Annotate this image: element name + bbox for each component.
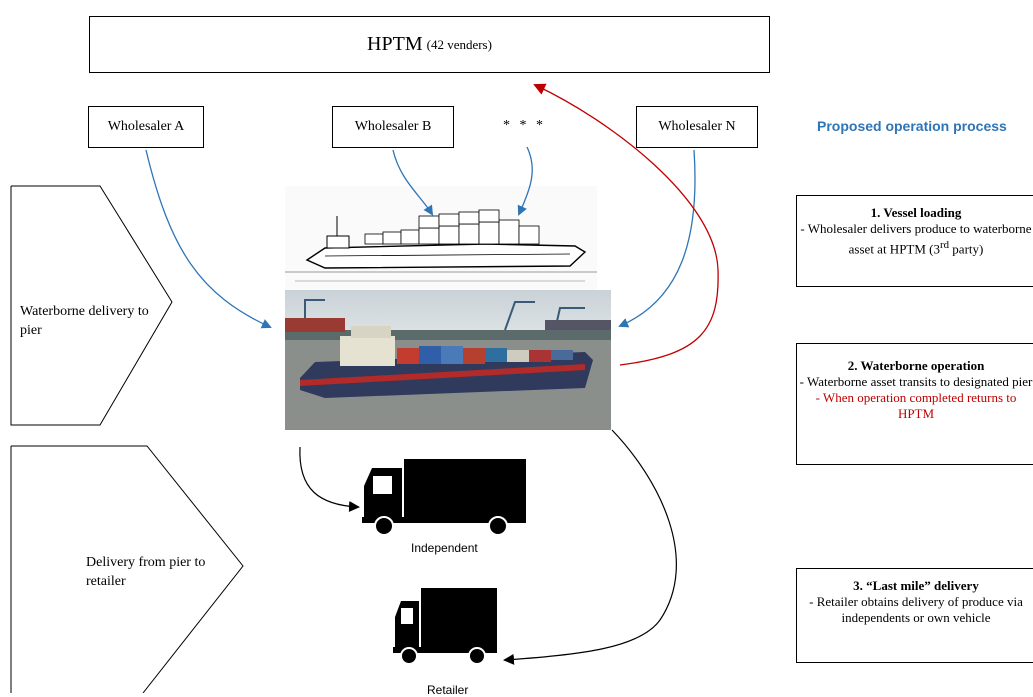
chevron-stage2 (11, 445, 244, 693)
arrow-to-retailer (503, 429, 677, 665)
wholesaler-b-box: Wholesaler B (332, 106, 454, 148)
step2-title: 2. Waterborne operation (847, 358, 985, 373)
step3-title: 3. “Last mile” delivery (853, 578, 979, 593)
arrow-wholesaler-b (392, 149, 434, 216)
truck-retailer-icon (393, 588, 497, 665)
hptm-box: HPTM(42 venders) (89, 16, 770, 73)
step2-box: 2. Waterborne operation - Waterborne ass… (796, 343, 1033, 465)
arrow-return-hptm (533, 83, 719, 366)
process-title: Proposed operation process (817, 118, 1007, 134)
arrow-wholesaler-a (145, 149, 272, 329)
chevron-stage1 (10, 185, 173, 426)
step2-text: - Waterborne asset transits to designate… (799, 374, 1033, 389)
step1-title: 1. Vessel loading (870, 205, 962, 220)
arrow-ellipsis (517, 146, 533, 216)
step1-box: 1. Vessel loading - Wholesaler delivers … (796, 195, 1033, 287)
wholesaler-a-box: Wholesaler A (88, 106, 204, 148)
hptm-subtitle: (42 venders) (426, 36, 492, 52)
step1-sup: rd (940, 239, 950, 251)
barge-photo-image (285, 290, 611, 430)
arrow-to-independent (299, 446, 360, 513)
more-wholesalers-ellipsis: * * * (503, 118, 546, 133)
step3-box: 3. “Last mile” delivery - Retailer obtai… (796, 568, 1033, 663)
truck-independent-label: Independent (411, 541, 478, 555)
stage2-label: Delivery from pier to retailer (86, 555, 206, 589)
step1-text: - Wholesaler delivers produce to waterbo… (800, 221, 1032, 257)
wholesaler-n-box: Wholesaler N (636, 106, 758, 148)
hptm-title: HPTM (367, 33, 423, 55)
truck-independent-icon (362, 459, 526, 536)
step3-text: - Retailer obtains delivery of produce v… (809, 594, 1023, 625)
step2-red-text: - When operation completed returns to HP… (815, 390, 1017, 421)
stage1-label: Waterborne delivery to pier (20, 304, 149, 338)
arrow-wholesaler-n (618, 149, 696, 328)
step1-text-end: party) (949, 241, 984, 257)
vessel-sketch-image (285, 186, 597, 290)
